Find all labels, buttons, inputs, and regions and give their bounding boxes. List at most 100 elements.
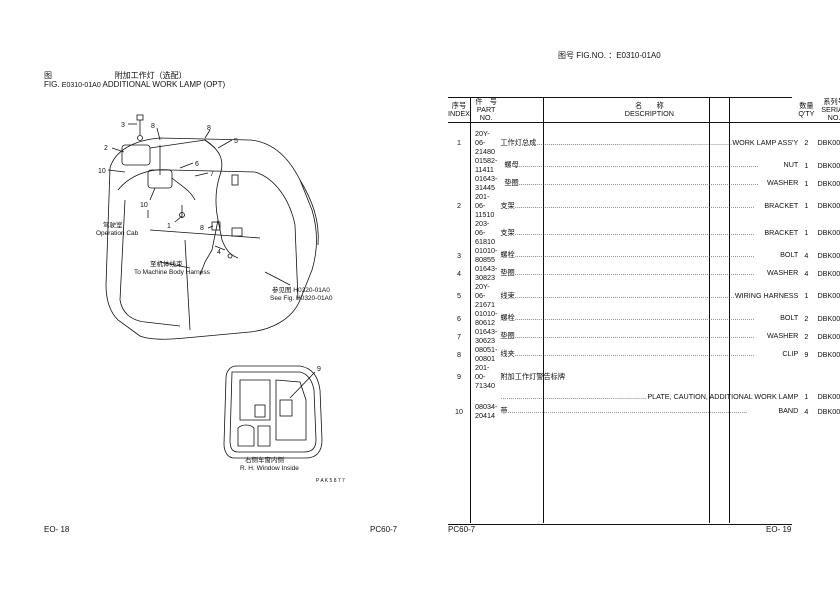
row-index: 1 bbox=[456, 138, 461, 147]
work-lamp-left bbox=[121, 144, 151, 166]
row-index: 4 bbox=[456, 268, 461, 278]
drawing-code: P A K 5 8 7 7 bbox=[316, 478, 345, 484]
leader-dots: ........................................… bbox=[518, 160, 759, 169]
footer-left-page: EO- 18 bbox=[44, 525, 70, 534]
description-cn: 螺母 bbox=[500, 160, 519, 169]
row-description: 螺栓......................................… bbox=[497, 309, 798, 327]
wiring-harness bbox=[204, 139, 239, 259]
window-label-cn: 右侧车窗内侧 bbox=[245, 455, 284, 464]
title-en: ADDITIONAL WORK LAMP (OPT) bbox=[102, 80, 226, 89]
footer-right-page: EO- 19 bbox=[766, 525, 792, 534]
leader-dots: ........................................… bbox=[500, 391, 648, 401]
ref-label-cn: 参见图 H0320-01A0 bbox=[272, 285, 330, 294]
leader-dots: ........................................… bbox=[514, 349, 755, 358]
header-qty-en: Q'TY bbox=[798, 109, 815, 118]
divider-qty bbox=[729, 97, 730, 523]
harness-label-en: To Machine Body Harness bbox=[134, 269, 211, 276]
description-en: NUT bbox=[783, 160, 799, 169]
row-qty: 2 bbox=[804, 313, 809, 323]
row-index bbox=[448, 390, 470, 402]
header-index-en: INDEX bbox=[448, 109, 470, 118]
window-label-en: R. H. Window Inside bbox=[240, 465, 299, 472]
row-part-no: 201-00-71340 bbox=[474, 363, 495, 390]
description-cn: 带 bbox=[500, 406, 508, 416]
row-description: 线夹......................................… bbox=[497, 345, 798, 363]
description-en: BOLT bbox=[780, 313, 799, 322]
row-description: 附加工作灯警告标牌 bbox=[497, 363, 798, 390]
footer-right-model: PC60-7 bbox=[448, 525, 476, 534]
row-part-no: 01010-80855 bbox=[474, 246, 498, 264]
row-description: 工作灯总成...................................… bbox=[497, 129, 798, 156]
row-index: 8 bbox=[456, 349, 461, 359]
row-index: 7 bbox=[456, 331, 461, 341]
leader-dots: ........................................… bbox=[514, 268, 755, 277]
row-index: 3 bbox=[456, 250, 461, 260]
callout-7: 7 bbox=[210, 171, 214, 178]
description-cn: 支架 bbox=[500, 200, 515, 210]
row-description: 螺母......................................… bbox=[497, 156, 798, 174]
description-en: WIRING HARNESS bbox=[734, 290, 799, 300]
header-serial-en: SERIAL NO. bbox=[821, 105, 840, 122]
row-qty: 1 bbox=[804, 291, 809, 300]
row-serial bbox=[814, 363, 840, 390]
callout-1: 1 bbox=[167, 223, 171, 230]
row-description: 支架......................................… bbox=[497, 219, 798, 246]
callout-4: 4 bbox=[217, 249, 221, 256]
description-en: WASHER bbox=[767, 178, 799, 187]
row-part-no: 20Y-06-21480 bbox=[474, 129, 495, 156]
header-part-cn: 件 号 bbox=[475, 97, 497, 106]
description-en: BOLT bbox=[780, 250, 799, 259]
description-en: PLATE, CAUTION, ADDITIONAL WORK LAMP bbox=[647, 391, 799, 401]
callout-5: 5 bbox=[234, 138, 238, 145]
description-en: CLIP bbox=[782, 349, 799, 358]
row-description: 线束......................................… bbox=[497, 282, 798, 309]
row-part-no: 01643-30623 bbox=[474, 327, 498, 345]
header-serial-cn: 系列号 bbox=[823, 97, 840, 106]
row-part-no: 203-06-61810 bbox=[474, 219, 495, 246]
row-part-no: 08051-00801 bbox=[474, 345, 498, 363]
row-description: 垫圈......................................… bbox=[497, 174, 798, 192]
row-description: 支架......................................… bbox=[497, 192, 798, 219]
row-part-no: 01643-31445 bbox=[474, 174, 498, 192]
callout-2: 2 bbox=[104, 145, 108, 152]
description-cn: 垫圈 bbox=[500, 178, 519, 187]
row-part-no: 20Y-06-21671 bbox=[474, 282, 495, 309]
description-cn: 螺栓 bbox=[500, 313, 515, 322]
callout-8a: 8 bbox=[151, 123, 155, 130]
divider-desc bbox=[709, 97, 710, 523]
row-description: 带.......................................… bbox=[497, 402, 798, 420]
title-cn: 附加工作灯（选配） bbox=[114, 71, 187, 80]
row-part-no: 08034-20414 bbox=[474, 402, 498, 421]
callout-8b: 8 bbox=[207, 125, 211, 132]
divider-index bbox=[470, 97, 471, 523]
leader-dots: ........................................… bbox=[514, 290, 735, 300]
callout-6: 6 bbox=[195, 161, 199, 168]
leader-dots: ........................................… bbox=[514, 250, 755, 259]
row-qty: 1 bbox=[804, 228, 809, 237]
description-en: BAND bbox=[778, 406, 799, 416]
description-cn: 螺栓 bbox=[500, 250, 515, 259]
row-index: 2 bbox=[456, 201, 461, 210]
description-en: WORK LAMP ASS'Y bbox=[732, 137, 799, 147]
table-row: 01643-31445 垫圈..........................… bbox=[448, 174, 840, 192]
description-cn: 线束 bbox=[500, 290, 515, 300]
leader-dots: ........................................… bbox=[514, 331, 755, 340]
description-en: WASHER bbox=[767, 331, 799, 340]
description-cn: 线夹 bbox=[500, 349, 515, 358]
